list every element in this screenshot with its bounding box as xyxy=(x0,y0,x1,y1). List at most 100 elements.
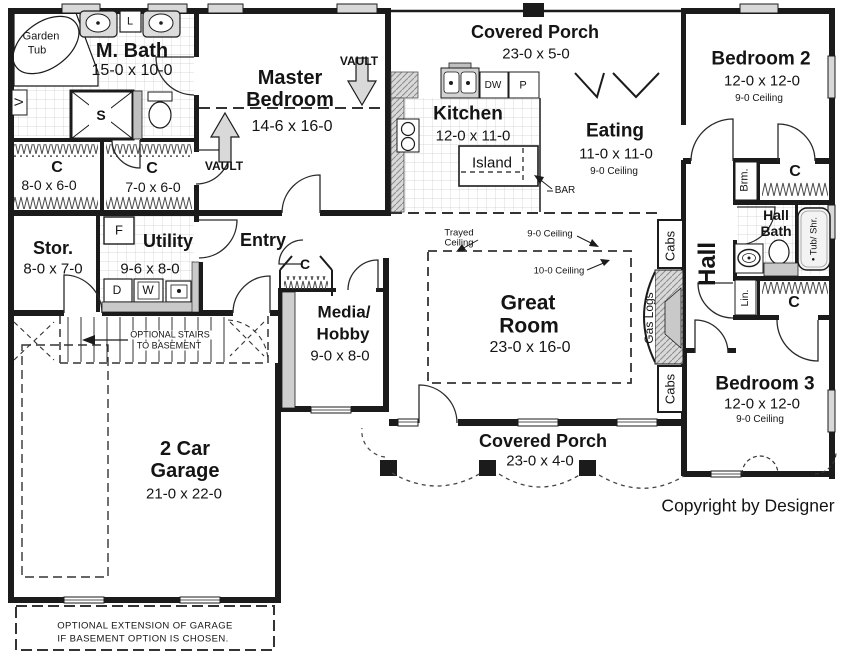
copyright-text: Copyright by Designer xyxy=(661,495,835,516)
room-dims-great-room: 23-0 x 16-0 xyxy=(489,339,571,356)
room-dims-covered-porch-bottom: 23-0 x 4-0 xyxy=(506,452,574,470)
garden-tub-label: Garden xyxy=(22,30,60,43)
room-name-media-hobby: Hobby xyxy=(316,324,370,344)
room-name-great-room: Room xyxy=(499,314,559,338)
vault-arrow-up xyxy=(209,111,241,163)
ceiling-note: 9-0 Ceiling xyxy=(736,414,784,425)
room-name-hall-bath: Hall xyxy=(763,207,789,223)
room-name-eating: Eating xyxy=(585,120,645,142)
vault-arrow-down xyxy=(346,57,378,107)
firebox xyxy=(664,287,682,349)
room-dims-utility: 9-6 x 8-0 xyxy=(120,260,180,278)
room-dims-garage: 21-0 x 22-0 xyxy=(146,485,222,503)
garage-option-note: OPTIONAL EXTENSION OF GARAGE xyxy=(57,620,233,632)
trayed-ceiling-note: Trayed xyxy=(444,227,474,239)
room-dims-master-bedroom: 14-6 x 16-0 xyxy=(251,118,333,135)
room-name-master-bedroom: Bedroom xyxy=(246,89,334,111)
stairs-note: TO BASEMENT xyxy=(134,340,204,351)
dryer-label: D xyxy=(112,283,122,297)
counter xyxy=(390,71,419,99)
porch-post xyxy=(380,460,397,476)
stairs-direction-arrow xyxy=(82,335,95,345)
vault-label: VAULT xyxy=(204,159,244,173)
bar-label: BAR xyxy=(554,185,576,196)
entry-closet xyxy=(279,255,333,296)
room-name-garage: 2 Car xyxy=(159,438,211,460)
toilet xyxy=(148,101,172,129)
dashed-features xyxy=(15,107,837,651)
wall-marker-label: V xyxy=(12,97,26,107)
room-name-covered-porch-bottom: Covered Porch xyxy=(478,431,608,451)
room-name-storage: Stor. xyxy=(32,238,74,258)
room-name-utility: Utility xyxy=(142,231,194,251)
room-dims-media-hobby: 9-0 x 8-0 xyxy=(310,347,370,365)
freezer-box xyxy=(103,216,135,245)
room-name-garage: Garage xyxy=(150,460,220,482)
pantry-box xyxy=(508,71,540,99)
garage-option-note: IF BASEMENT OPTION IS CHOSEN. xyxy=(57,633,229,645)
dishwasher-label: DW xyxy=(484,80,502,91)
closet-label: C xyxy=(788,294,800,311)
doors xyxy=(63,56,819,424)
utility-fixtures xyxy=(101,216,200,313)
linen-closet xyxy=(734,279,757,316)
counter xyxy=(101,301,195,313)
cabinets-bottom xyxy=(657,365,684,413)
optional-corner-arc xyxy=(814,451,837,475)
optional-stairs xyxy=(13,316,269,364)
island xyxy=(458,145,539,187)
media-builtin xyxy=(281,291,296,409)
porch-post xyxy=(479,460,496,476)
room-dims-m-bath: 15-0 x 10-0 xyxy=(91,62,173,79)
optional-basement-outline xyxy=(21,344,109,578)
room-name-hall: Hall xyxy=(694,241,721,287)
closet-dims: 8-0 x 6-0 xyxy=(21,177,77,193)
room-name-kitchen: Kitchen xyxy=(433,103,503,125)
toilet-tank xyxy=(147,91,173,102)
toilet xyxy=(768,239,790,265)
room-name-bedroom-3: Bedroom 3 xyxy=(715,373,815,395)
ceiling-note: 9-0 Ceiling xyxy=(527,228,573,240)
garage-extension-outline xyxy=(15,605,275,651)
closet-label: C xyxy=(299,256,311,272)
closet-hatching xyxy=(14,144,828,294)
partition-wall xyxy=(132,90,143,140)
trayed-ceiling-note: Ceiling xyxy=(444,237,474,249)
freezer-label: F xyxy=(115,222,123,238)
garden-tub-label: Tub xyxy=(27,44,47,57)
closet-dims: 7-0 x 6-0 xyxy=(125,179,181,195)
gas-logs-label: Gas Logs xyxy=(642,292,656,344)
room-dims-covered-porch-top: 23-0 x 5-0 xyxy=(502,45,570,63)
closet-label: C xyxy=(789,163,801,180)
linen-cabinet xyxy=(119,10,142,33)
tub-shower xyxy=(797,207,831,271)
porch-edges xyxy=(361,3,685,489)
ceiling-note: 9-0 Ceiling xyxy=(735,93,783,104)
tub-shower-label: • Tub/ Shr. xyxy=(808,217,820,261)
linen-label: Lin. xyxy=(738,289,751,307)
cabinets-label: Cabs xyxy=(662,373,678,405)
room-name-entry: Entry xyxy=(239,230,287,250)
room-name-media-hobby: Media/ xyxy=(317,302,371,322)
room-dims-eating: 11-0 x 11-0 xyxy=(579,145,653,163)
room-dims-kitchen: 12-0 x 11-0 xyxy=(435,127,511,145)
ceiling-note: 9-0 Ceiling xyxy=(590,166,638,177)
pantry-label: P xyxy=(519,79,527,92)
room-name-great-room: Great xyxy=(500,291,556,315)
room-dims-bedroom-3: 12-0 x 12-0 xyxy=(724,395,800,413)
dishwasher-box xyxy=(479,71,509,99)
cabinets-label: Cabs xyxy=(662,230,678,262)
linen-label: L xyxy=(126,15,134,28)
wall-niche xyxy=(11,89,28,116)
fireplace xyxy=(643,161,758,413)
washer-label: W xyxy=(142,283,154,297)
room-name-master-bedroom: Master xyxy=(257,67,323,89)
room-name-bedroom-2: Bedroom 2 xyxy=(711,48,811,70)
counter xyxy=(390,97,405,213)
shower-label: S xyxy=(94,107,108,123)
porch-post xyxy=(523,3,544,17)
ceiling-note: 10-0 Ceiling xyxy=(533,265,585,277)
leader-arrows xyxy=(456,175,610,271)
